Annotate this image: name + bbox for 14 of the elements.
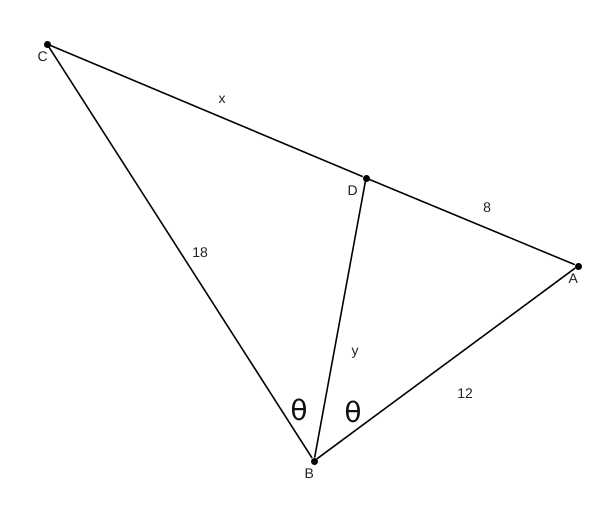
triangle-side bbox=[316, 267, 576, 460]
vertex-label: B bbox=[304, 466, 314, 480]
triangle-side bbox=[314, 181, 366, 458]
triangle-side bbox=[50, 44, 364, 178]
triangle-side bbox=[368, 178, 576, 266]
angle-label: θ bbox=[344, 399, 362, 427]
edge-label: 12 bbox=[456, 386, 474, 400]
vertex-label: C bbox=[38, 48, 48, 62]
triangle-side bbox=[48, 46, 313, 458]
vertex-label: D bbox=[348, 182, 358, 196]
angle-label: θ bbox=[290, 397, 308, 425]
edge-label: 18 bbox=[191, 245, 209, 259]
vertex-label: A bbox=[568, 270, 578, 284]
edge-label: 8 bbox=[482, 200, 492, 214]
